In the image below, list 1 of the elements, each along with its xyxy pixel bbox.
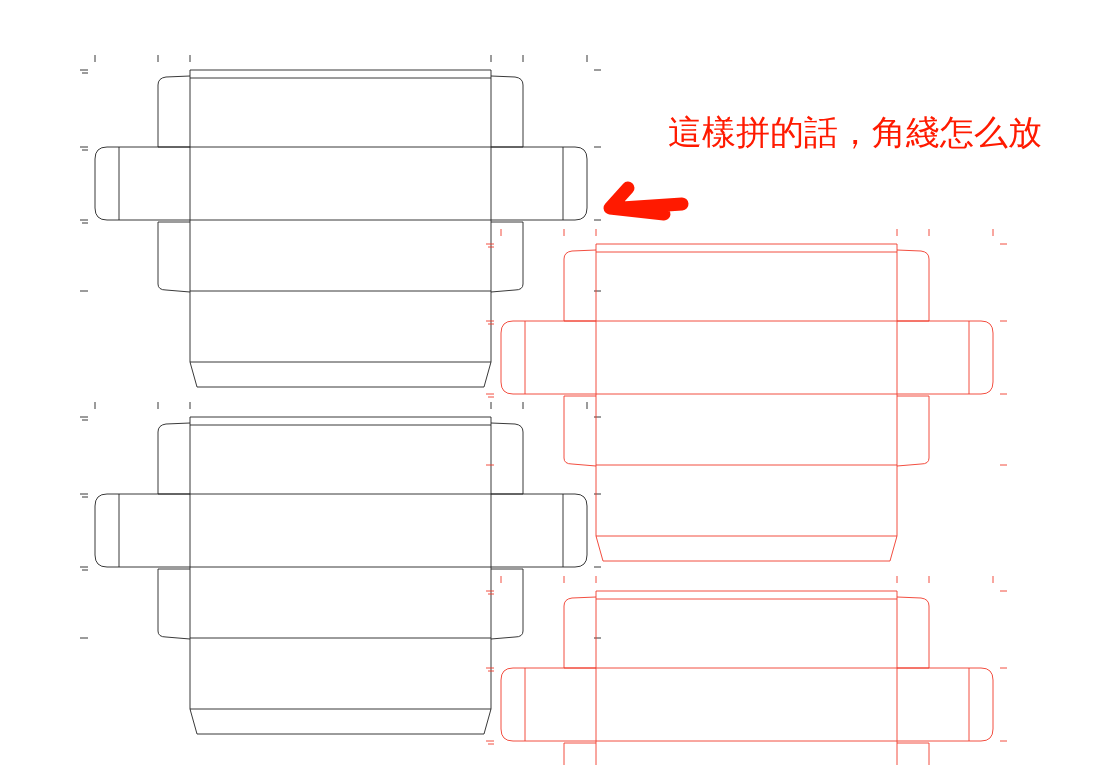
annotation-text: 這樣拼的話，角綫怎么放	[668, 112, 1042, 153]
